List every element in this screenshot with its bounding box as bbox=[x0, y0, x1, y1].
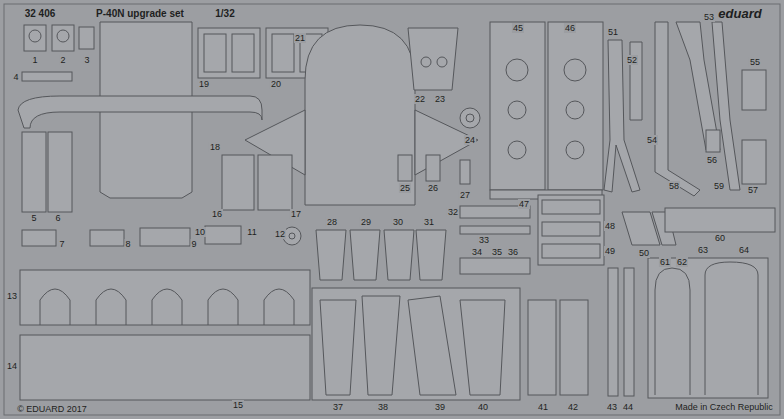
callout-number: 51 bbox=[607, 27, 619, 37]
fret-text: © EDUARD 2017 bbox=[16, 404, 88, 414]
callout-number: 35 bbox=[491, 247, 503, 257]
callout-number: 7 bbox=[58, 239, 65, 249]
callout-number: 41 bbox=[537, 402, 549, 412]
callout-number: 6 bbox=[54, 213, 61, 223]
callout-number: 15 bbox=[232, 400, 244, 410]
callout-number: 25 bbox=[399, 183, 411, 193]
callout-number: 53 bbox=[703, 12, 715, 22]
callout-number: 56 bbox=[706, 155, 718, 165]
callout-number: 40 bbox=[477, 402, 489, 412]
callout-number: 5 bbox=[30, 213, 37, 223]
fret-text: eduard bbox=[717, 7, 762, 21]
callout-number: 47 bbox=[518, 199, 530, 209]
callout-number: 13 bbox=[6, 291, 18, 301]
callout-number: 21 bbox=[294, 33, 306, 43]
callout-number: 38 bbox=[377, 402, 389, 412]
callout-number: 3 bbox=[83, 55, 90, 65]
callout-number: 32 bbox=[447, 207, 459, 217]
callout-number: 4 bbox=[12, 72, 19, 82]
callout-number: 52 bbox=[626, 55, 638, 65]
callout-number: 30 bbox=[392, 217, 404, 227]
callout-number: 37 bbox=[332, 402, 344, 412]
callout-number: 14 bbox=[6, 361, 18, 371]
callout-number: 60 bbox=[714, 233, 726, 243]
callout-number: 31 bbox=[423, 217, 435, 227]
callout-number: 39 bbox=[434, 402, 446, 412]
callout-number: 29 bbox=[360, 217, 372, 227]
callout-number: 11 bbox=[246, 227, 257, 237]
callout-number: 64 bbox=[738, 245, 750, 255]
callout-number: 26 bbox=[427, 183, 439, 193]
fret-text: 1/32 bbox=[214, 8, 235, 20]
callout-number: 43 bbox=[606, 402, 618, 412]
callout-number: 16 bbox=[211, 209, 223, 219]
callout-number: 2 bbox=[59, 55, 66, 65]
callout-number: 48 bbox=[604, 221, 616, 231]
callout-number: 8 bbox=[124, 239, 131, 249]
callout-number: 42 bbox=[567, 402, 579, 412]
callout-number: 22 bbox=[414, 94, 426, 104]
callout-number: 1 bbox=[31, 55, 38, 65]
callout-number: 27 bbox=[459, 190, 471, 200]
callout-number: 33 bbox=[478, 235, 490, 245]
fret-text: 32 406 bbox=[24, 8, 57, 20]
callout-number: 10 bbox=[194, 227, 206, 237]
callout-number: 44 bbox=[622, 402, 634, 412]
callout-number: 54 bbox=[646, 135, 658, 145]
callout-number: 18 bbox=[209, 142, 221, 152]
callout-number: 24 bbox=[464, 135, 476, 145]
callout-number: 17 bbox=[290, 209, 302, 219]
callout-number: 9 bbox=[190, 239, 197, 249]
callout-number: 20 bbox=[270, 79, 282, 89]
callout-number: 28 bbox=[326, 217, 338, 227]
callout-number: 46 bbox=[564, 23, 576, 33]
callout-number: 45 bbox=[512, 23, 524, 33]
callout-number: 58 bbox=[668, 181, 680, 191]
callout-number: 55 bbox=[749, 57, 761, 67]
callout-number: 34 bbox=[471, 247, 483, 257]
callout-number: 19 bbox=[198, 79, 210, 89]
callout-number: 61 bbox=[659, 257, 671, 267]
callout-number: 57 bbox=[747, 185, 759, 195]
set-title: P-40N upgrade set bbox=[95, 8, 185, 20]
callout-number: 49 bbox=[604, 246, 616, 256]
callout-number: 59 bbox=[713, 181, 725, 191]
callout-number: 36 bbox=[507, 247, 519, 257]
callout-number: 62 bbox=[676, 257, 688, 267]
callout-number: 63 bbox=[697, 245, 709, 255]
callout-number: 50 bbox=[638, 248, 650, 258]
callout-number: 23 bbox=[434, 94, 446, 104]
callout-number: 12 bbox=[274, 229, 286, 239]
fret-text: Made in Czech Republic bbox=[674, 402, 774, 412]
